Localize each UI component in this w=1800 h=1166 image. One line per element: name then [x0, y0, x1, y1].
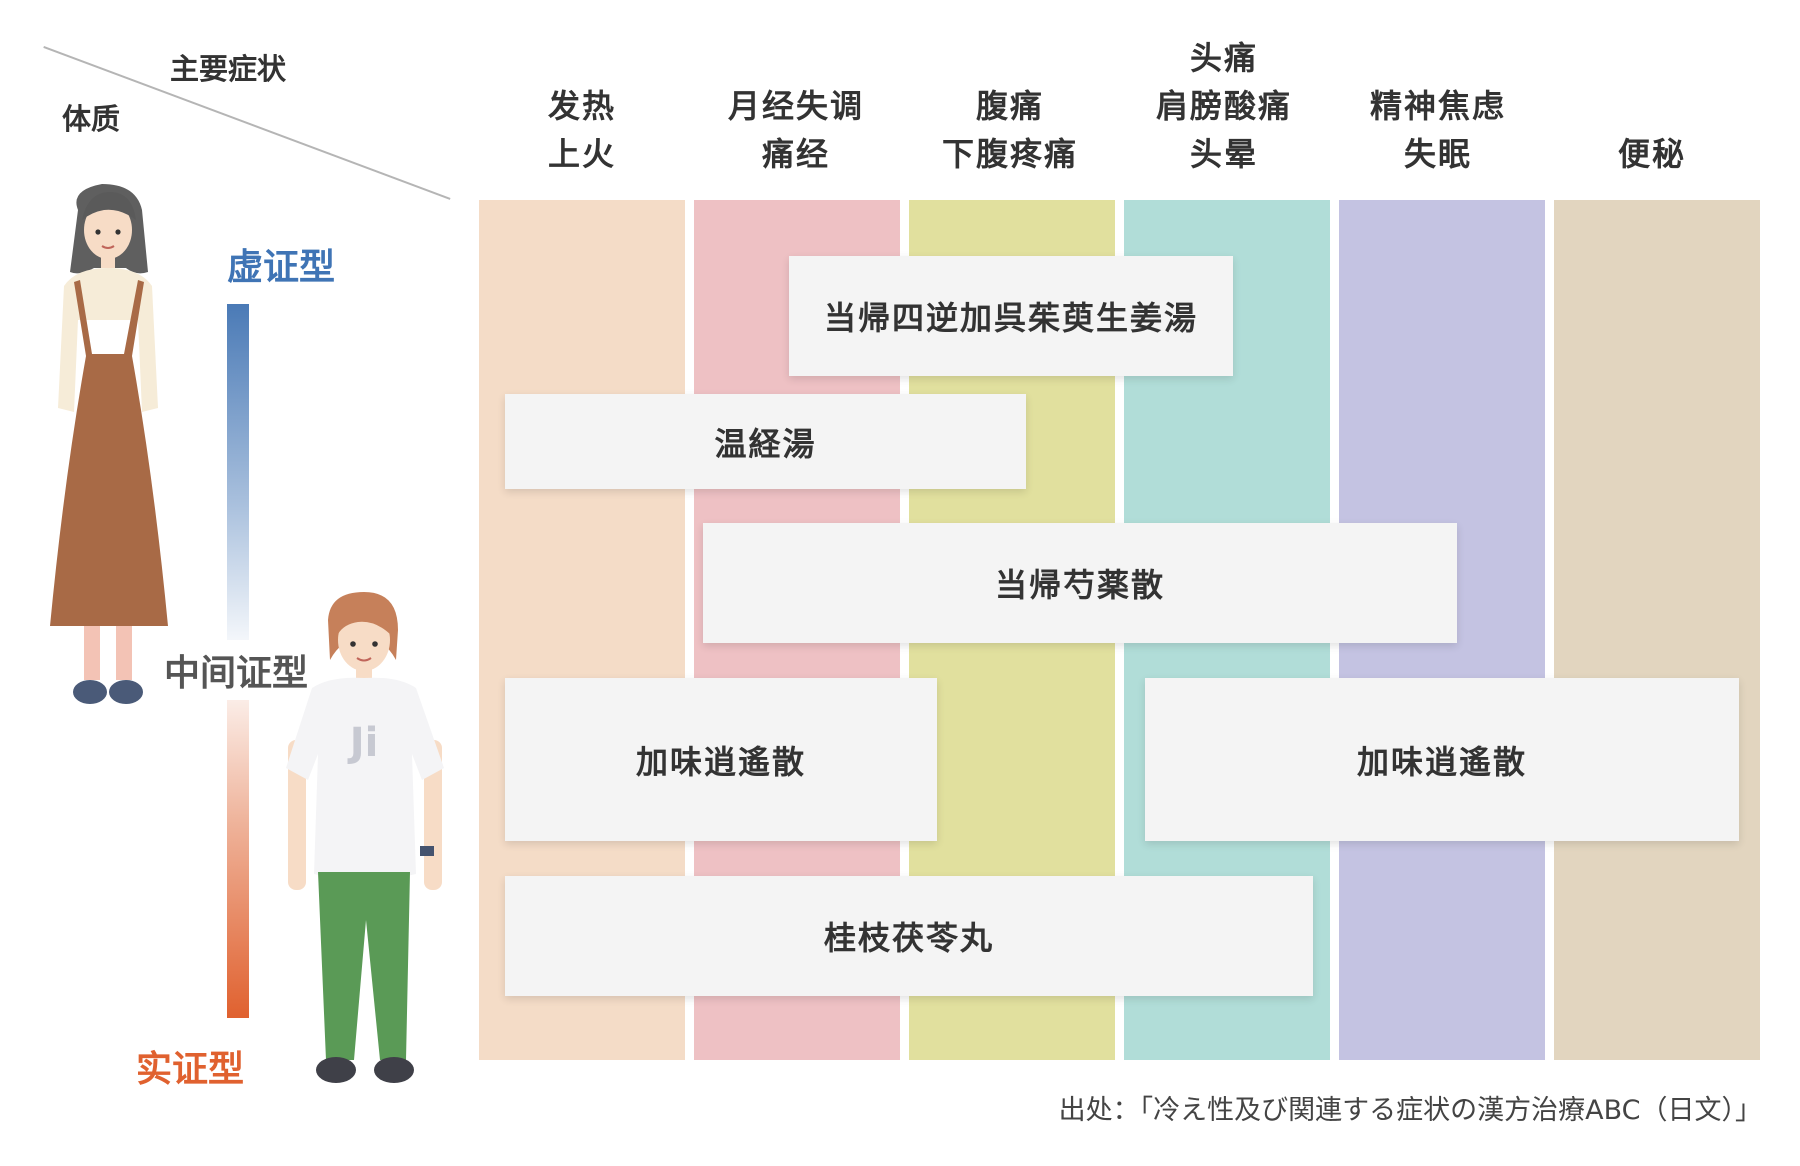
column-header-headache: 头痛 肩膀酸痛 头晕 — [1117, 34, 1331, 178]
column-header-line: 头晕 — [1189, 135, 1258, 173]
column-band-constipation — [1554, 200, 1760, 1060]
scale-label-deficiency: 虚证型 — [227, 247, 336, 288]
column-header-fever: 发热 上火 — [475, 82, 689, 178]
column-header-line: 腹痛 — [975, 87, 1044, 125]
woman-in-brown-dress-icon — [50, 184, 168, 704]
column-header-menstrual: 月经失调 痛经 — [689, 82, 903, 178]
remedy-box: 加味逍遙散 — [1145, 678, 1739, 841]
column-header-line: 月经失调 — [727, 87, 864, 125]
column-header-line: 上火 — [547, 135, 616, 173]
column-header-line: 精神焦虑 — [1369, 87, 1506, 125]
column-header-line: 头痛 — [1189, 39, 1258, 77]
remedy-box: 加味逍遙散 — [505, 678, 937, 841]
shirt-logo: Ji — [347, 720, 379, 766]
column-header-line: 下腹疼痛 — [941, 135, 1078, 173]
woman-in-white-tshirt-icon: Ji — [286, 592, 444, 1083]
column-header-line: 便秘 — [1617, 135, 1686, 173]
column-header-constipation: 便秘 — [1545, 130, 1759, 178]
constitution-header-label: 体质 — [62, 102, 121, 136]
scale-label-excess: 实证型 — [136, 1049, 245, 1090]
scale-label-intermediate: 中间证型 — [162, 640, 311, 700]
remedy-box: 当帰芍薬散 — [703, 523, 1457, 643]
column-header-line: 肩膀酸痛 — [1155, 87, 1292, 125]
remedy-box: 当帰四逆加呉茱萸生姜湯 — [789, 256, 1233, 376]
column-header-line: 失眠 — [1403, 135, 1472, 173]
symptom-header-label: 主要症状 — [170, 52, 287, 86]
remedy-box: 温経湯 — [505, 394, 1026, 489]
column-header-abdominal: 腹痛 下腹疼痛 — [903, 82, 1117, 178]
column-header-anxiety: 精神焦虑 失眠 — [1331, 82, 1545, 178]
source-citation: 出处：「冷え性及び関連する症状の漢方治療ABC（日文）」 — [1058, 1095, 1762, 1126]
column-header-line: 痛经 — [761, 135, 830, 173]
remedy-box: 桂枝茯苓丸 — [505, 876, 1313, 996]
column-header-line: 发热 — [547, 87, 616, 125]
